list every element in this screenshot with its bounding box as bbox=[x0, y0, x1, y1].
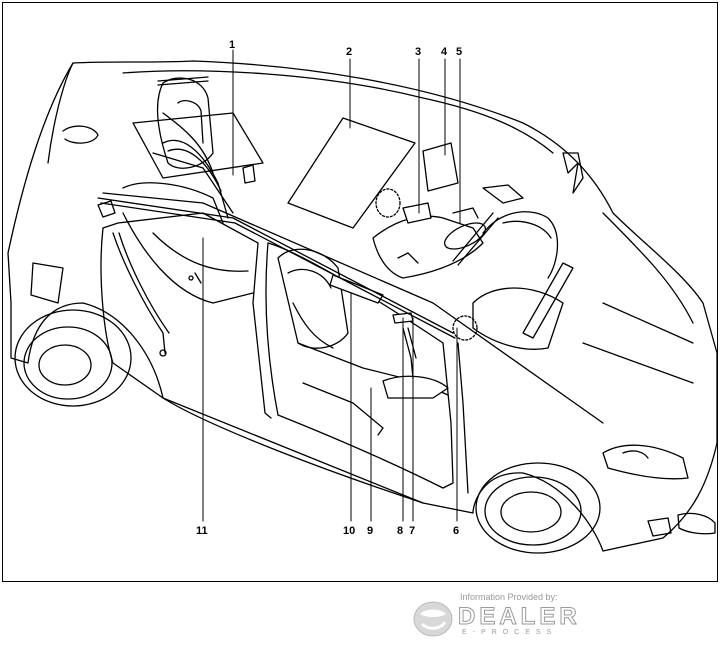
leader-lines bbox=[202, 49, 461, 522]
diagram-frame: 1 2 3 4 5 6 7 8 9 10 11 bbox=[2, 2, 718, 582]
side-airbag-front bbox=[422, 142, 459, 192]
curtain-airbag-panel bbox=[287, 117, 416, 229]
footer-subtitle: E-PROCESS bbox=[462, 629, 558, 636]
callout-8: 8 bbox=[397, 525, 403, 537]
callout-1: 1 bbox=[229, 39, 235, 51]
seat-side-airbag bbox=[382, 375, 449, 399]
footer-caption: Information Provided by: bbox=[460, 592, 558, 602]
callout-6: 6 bbox=[453, 525, 459, 537]
callout-9: 9 bbox=[367, 525, 373, 537]
watermark-footer: Information Provided by: DEALER E-PROCES… bbox=[412, 592, 622, 642]
dealer-logo-icon bbox=[413, 601, 453, 637]
callout-7: 7 bbox=[409, 525, 415, 537]
footer-brand: DEALER bbox=[458, 603, 581, 631]
front-wheel bbox=[475, 462, 601, 554]
airbag-modules bbox=[97, 117, 459, 399]
callout-10: 10 bbox=[343, 525, 355, 537]
callout-11: 11 bbox=[196, 525, 208, 537]
steering-wheel bbox=[443, 212, 499, 266]
headlight bbox=[602, 444, 716, 537]
dashboard bbox=[372, 184, 524, 279]
rear-wheel bbox=[14, 309, 132, 407]
car-body-outline bbox=[7, 60, 718, 552]
knee-airbag bbox=[329, 274, 384, 304]
rear-seats bbox=[122, 77, 254, 304]
callout-5: 5 bbox=[456, 46, 462, 58]
roof-rails bbox=[97, 76, 456, 339]
vehicle-interior-diagram: 1 2 3 4 5 6 7 8 9 10 11 bbox=[7, 39, 718, 554]
passenger-airbag bbox=[402, 202, 432, 224]
callout-2: 2 bbox=[346, 46, 352, 58]
front-driver-seat bbox=[277, 248, 449, 436]
callout-3: 3 bbox=[415, 46, 421, 58]
seat-belts bbox=[112, 139, 417, 379]
callout-labels: 1 2 3 4 5 6 7 8 9 10 11 bbox=[196, 39, 462, 537]
front-passenger-seat bbox=[472, 211, 564, 350]
callout-4: 4 bbox=[441, 46, 448, 58]
dotted-sensor-marks bbox=[375, 188, 478, 341]
